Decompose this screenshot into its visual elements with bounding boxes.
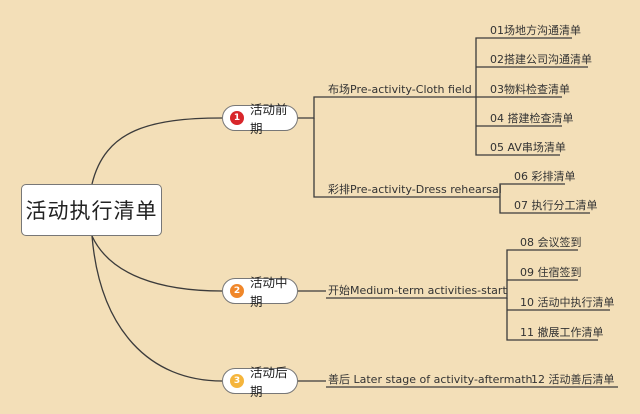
phase-node-mid: 2 活动中期 — [222, 275, 298, 309]
leaf-label: 08 会议签到 — [520, 236, 582, 249]
root-node: 活动执行清单 — [21, 184, 162, 236]
phase-label: 活动中期 — [250, 275, 288, 309]
leaf-label: 03物料检查清单 — [490, 83, 570, 96]
phase-node-post: 3 活动后期 — [222, 365, 298, 399]
leaf-label: 12 活动善后清单 — [531, 373, 615, 386]
branch-label: 布场Pre-activity-Cloth field — [328, 83, 472, 96]
leaf-underlines-branch1 — [488, 37, 588, 156]
link-branch2-leaves — [487, 183, 512, 214]
leaf-label: 09 住宿签到 — [520, 266, 582, 279]
leaf-label: 11 撤展工作清单 — [520, 326, 604, 339]
link-root-phase-3 — [91, 235, 223, 382]
link-branch3-leaves-mid — [507, 279, 518, 311]
badge-3-icon: 3 — [230, 374, 244, 388]
leaf-label: 01场地方沟通清单 — [490, 24, 581, 37]
link-root-phase-2 — [91, 235, 223, 292]
leaf-underlines-branch2 — [512, 183, 590, 214]
branch-label: 善后 Later stage of activity-aftermath — [328, 373, 533, 386]
phase-label: 活动前期 — [250, 102, 288, 136]
phase-label: 活动后期 — [250, 365, 288, 399]
link-root-phase-1 — [91, 117, 223, 185]
phase-node-pre: 1 活动前期 — [222, 102, 298, 136]
branch-label: 开始Medium-term activities-start — [328, 284, 507, 297]
leaf-underlines-branch3 — [518, 249, 610, 341]
leaf-label: 05 AV串场清单 — [490, 141, 566, 154]
link-branch3-leaf-bottom — [506, 298, 518, 341]
link-branch1-leaves-mid — [476, 66, 488, 127]
badge-2-icon: 2 — [230, 284, 244, 298]
leaf-label: 04 搭建检查清单 — [490, 112, 574, 125]
leaf-label: 10 活动中执行清单 — [520, 296, 615, 309]
link-branch3-leaf-top — [493, 249, 518, 299]
link-phase1-branch2 — [313, 118, 326, 198]
leaf-label: 02搭建公司沟通清单 — [490, 53, 592, 66]
leaf-label: 06 彩排清单 — [514, 170, 576, 183]
link-branch1-leaf-bottom — [475, 97, 488, 156]
badge-1-icon: 1 — [230, 111, 244, 125]
leaf-label: 07 执行分工清单 — [514, 199, 598, 212]
link-phase1-branch1 — [298, 96, 326, 119]
root-label: 活动执行清单 — [25, 199, 158, 223]
branch-label: 彩排Pre-activity-Dress rehearsal — [328, 183, 502, 196]
